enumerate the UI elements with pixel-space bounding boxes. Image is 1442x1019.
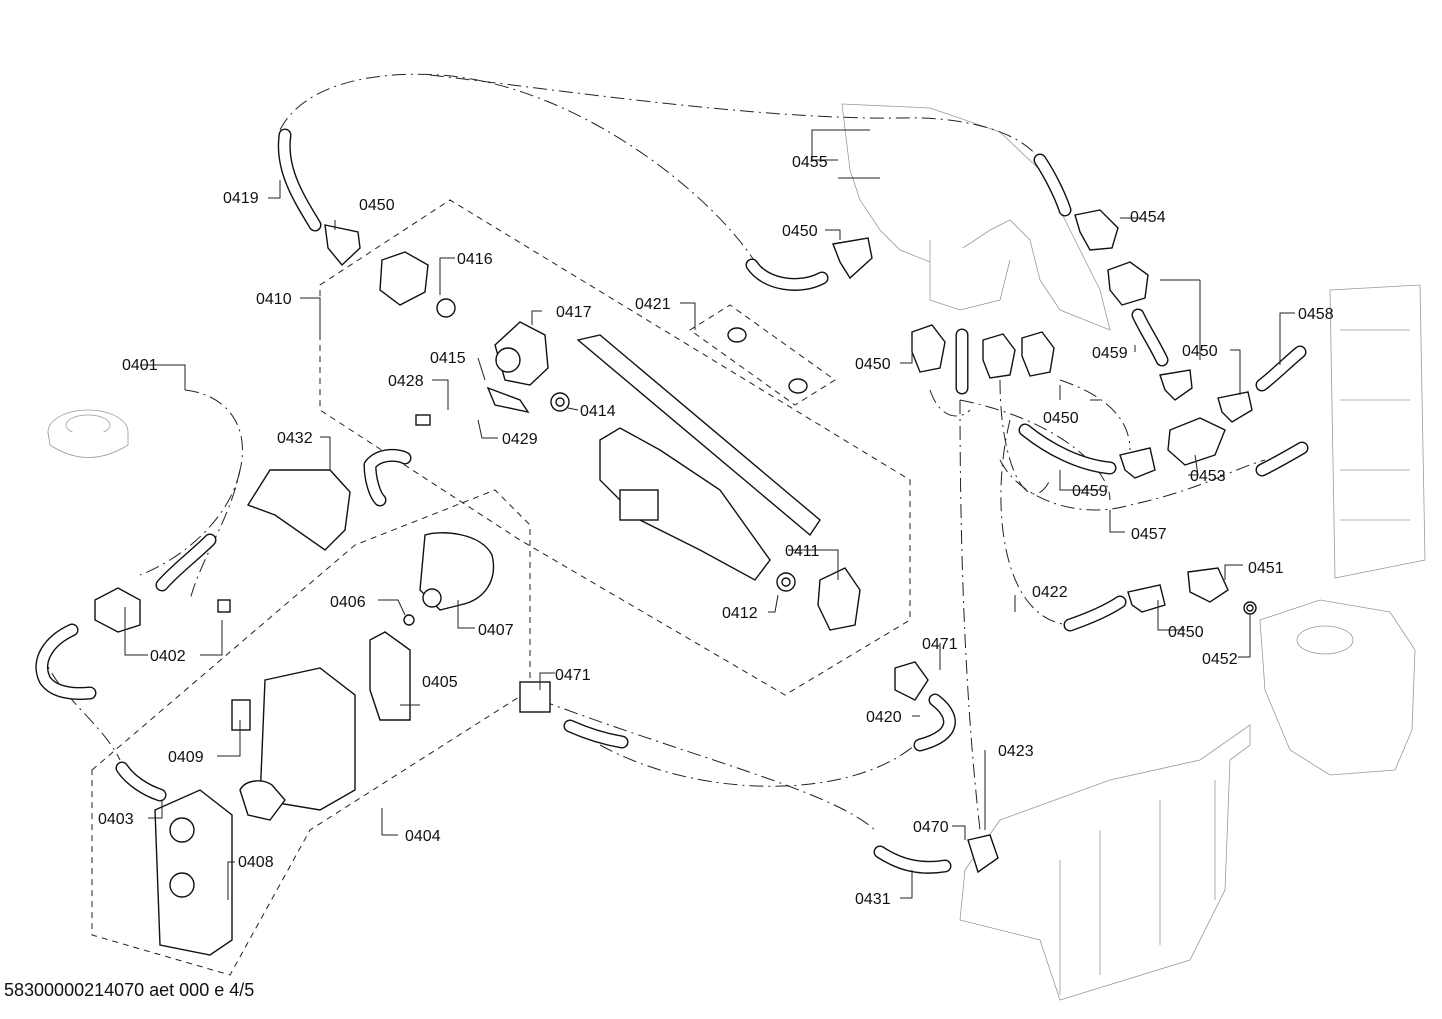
label-0450-e: 0450 <box>1182 343 1218 360</box>
parts <box>94 209 1257 956</box>
label-0411: 0411 <box>785 543 820 560</box>
label-0431: 0431 <box>855 891 891 908</box>
label-0452: 0452 <box>1202 651 1238 668</box>
label-0422: 0422 <box>1032 584 1068 601</box>
label-0417: 0417 <box>556 304 592 321</box>
label-0471-a: 0471 <box>555 667 591 684</box>
label-0454: 0454 <box>1130 209 1166 226</box>
label-0421: 0421 <box>635 296 671 313</box>
label-0432: 0432 <box>277 430 313 447</box>
label-0429: 0429 <box>502 431 538 448</box>
label-0407: 0407 <box>478 622 514 639</box>
ghost-water-tank-ring <box>47 409 129 458</box>
document-code: 58300000214070 aet 000 e 4/5 <box>4 980 255 1000</box>
group-outline-0410 <box>319 199 911 696</box>
ghost-machine-top <box>841 103 1111 331</box>
label-0450-c: 0450 <box>855 356 891 373</box>
label-0450-b: 0450 <box>782 223 818 240</box>
label-0458: 0458 <box>1298 306 1334 323</box>
label-0450-d: 0450 <box>1043 410 1079 427</box>
label-0406: 0406 <box>330 594 366 611</box>
label-0470: 0470 <box>913 819 949 836</box>
label-0404: 0404 <box>405 828 441 845</box>
label-0409: 0409 <box>168 749 204 766</box>
label-0420: 0420 <box>866 709 902 726</box>
leader-lines <box>124 129 1295 900</box>
group-outline-0404 <box>91 489 531 976</box>
label-0402: 0402 <box>150 648 186 665</box>
label-0459-b: 0459 <box>1072 483 1108 500</box>
ghost-machine-right <box>1329 284 1426 579</box>
label-0423: 0423 <box>998 743 1034 760</box>
label-0401: 0401 <box>122 357 158 374</box>
hoses <box>35 128 1309 874</box>
ghost-water-tank-housing <box>959 724 1251 1001</box>
label-0428: 0428 <box>388 373 424 390</box>
part-labels: 0401 0402 0403 0404 0405 0406 0407 0408 … <box>98 154 1334 908</box>
label-0471-b: 0471 <box>922 636 958 653</box>
group-outline-0421 <box>689 304 836 406</box>
label-0414: 0414 <box>580 403 616 420</box>
label-0403: 0403 <box>98 811 134 828</box>
label-0408: 0408 <box>238 854 274 871</box>
label-0455: 0455 <box>792 154 828 171</box>
label-0416: 0416 <box>457 251 493 268</box>
label-0415: 0415 <box>430 350 466 367</box>
label-0453: 0453 <box>1190 468 1226 485</box>
label-0419: 0419 <box>223 190 259 207</box>
routing-lines <box>39 73 1266 831</box>
ghost-brew-unit <box>1259 599 1416 776</box>
label-0450-a: 0450 <box>359 197 395 214</box>
label-0450-f: 0450 <box>1168 624 1204 641</box>
label-0457: 0457 <box>1131 526 1167 543</box>
label-0410: 0410 <box>256 291 292 308</box>
label-0459-a: 0459 <box>1092 345 1128 362</box>
label-0451: 0451 <box>1248 560 1284 577</box>
label-0405: 0405 <box>422 674 458 691</box>
label-0412: 0412 <box>722 605 758 622</box>
